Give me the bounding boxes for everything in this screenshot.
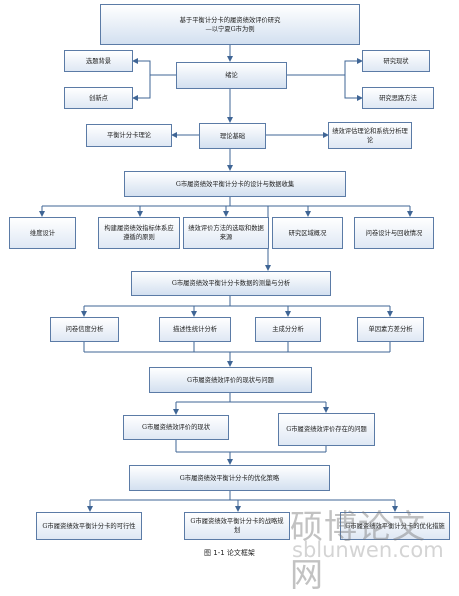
reliability-analysis-box: 问卷信度分析: [50, 317, 119, 342]
arrow-intro-to-methods: [344, 75, 363, 101]
research-status-box: 研究现状: [362, 50, 430, 72]
arrow-intro-to-innovation: [132, 75, 151, 101]
method-data-source-box: 绩效评价方法的选取和数据来源: [183, 217, 269, 249]
theoretical-basis-box: 理论基础: [199, 123, 266, 149]
dimension-design-box: 维度设计: [9, 217, 76, 249]
join-optimization: [175, 440, 327, 453]
design-collection-box: G市履资绩效平衡计分卡的设计与数据收集: [124, 171, 346, 197]
connector-layer: [39, 45, 413, 512]
descriptive-stats-box: 描述性统计分析: [159, 317, 231, 342]
indicator-principles-box: 构建履资绩效指标体系应遵循的原则: [98, 217, 180, 249]
performance-theory-box: 绩效评估理论和系统分析理论: [328, 122, 412, 149]
existing-problems-box: G市履资绩效评价存在的问题: [278, 413, 375, 446]
research-background-box: 选题背景: [64, 50, 133, 72]
figure-caption: 图 1-1 论文框架: [204, 549, 255, 557]
split-status: [176, 393, 326, 403]
principal-component-box: 主成分分析: [255, 317, 321, 342]
anova-box: 单因素方差分析: [357, 317, 424, 342]
current-status-box: G市履资绩效评价的现状: [123, 415, 229, 440]
fanout-measurement: [84, 296, 390, 307]
study-area-box: 研究区域概况: [272, 217, 343, 249]
fanout-optimization: [90, 491, 395, 501]
bsc-theory-box: 平衡计分卡理论: [86, 124, 172, 147]
innovation-box: 创新点: [64, 87, 133, 109]
watermark-url: sblunwen.com: [292, 538, 444, 562]
introduction-box: 绪论: [176, 62, 287, 89]
title-box: 基于平衡计分卡的履资绩效评价研究 —以宁夏G市为例: [100, 4, 360, 45]
status-problems-box: G市履资绩效评价的现状与问题: [149, 367, 312, 393]
arrow-intro-to-background: [132, 58, 176, 76]
fanout-design: [42, 197, 410, 207]
strategic-planning-box: G市履资绩效平衡计分卡的战略规划: [184, 512, 290, 540]
research-methods-box: 研究思路方法: [362, 87, 434, 109]
optimization-box: G市履资绩效平衡计分卡的优化策略: [129, 465, 330, 491]
optimization-measures-box: G市履资绩效平衡计分卡的优化措施: [340, 512, 450, 540]
arrow-intro-to-status: [287, 58, 363, 76]
measurement-analysis-box: G市履资绩效平衡计分卡数据的测量与分析: [131, 271, 331, 296]
fanin-status: [83, 342, 391, 353]
feasibility-box: G市履资绩效平衡计分卡的可行性: [36, 512, 142, 540]
questionnaire-design-box: 问卷设计与回收情况: [354, 217, 434, 249]
